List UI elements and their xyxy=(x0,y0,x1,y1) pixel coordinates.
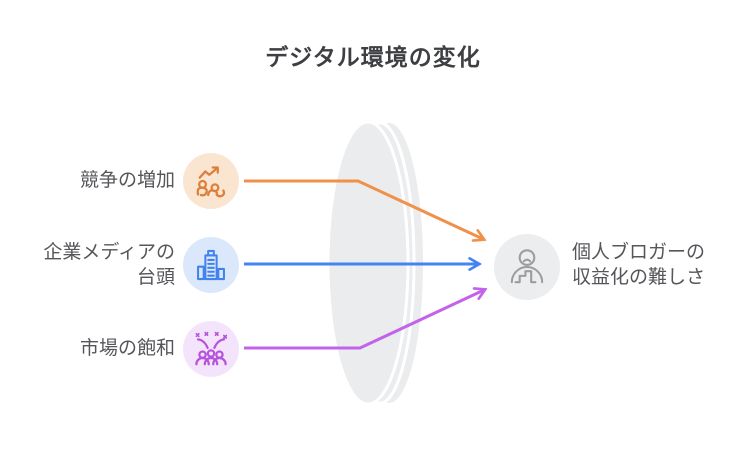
cause-badge-corporate-media xyxy=(183,237,239,293)
corporate-buildings-icon xyxy=(197,249,225,281)
cause-badge-competition xyxy=(183,153,239,209)
effect-badge-blogger xyxy=(494,234,560,300)
lens-ellipse xyxy=(326,120,423,406)
arrow-market-saturation xyxy=(244,290,484,350)
arrow-competition xyxy=(244,179,483,239)
effect-label-blogger-monetization: 個人ブロガーの 収益化の難しさ xyxy=(572,242,706,288)
cause-label-corporate-media: 企業メディアの 台頭 xyxy=(43,242,175,288)
cause-label-competition: 競争の増加 xyxy=(79,170,175,191)
competition-growth-icon xyxy=(196,166,226,198)
cause-label-market-saturation: 市場の飽和 xyxy=(79,338,175,359)
cause-badge-market-saturation xyxy=(183,321,239,377)
market-saturation-crowd-icon xyxy=(195,331,228,366)
page-title: デジタル環境の変化 xyxy=(265,44,481,70)
sad-blogger-chart-icon xyxy=(510,249,544,284)
